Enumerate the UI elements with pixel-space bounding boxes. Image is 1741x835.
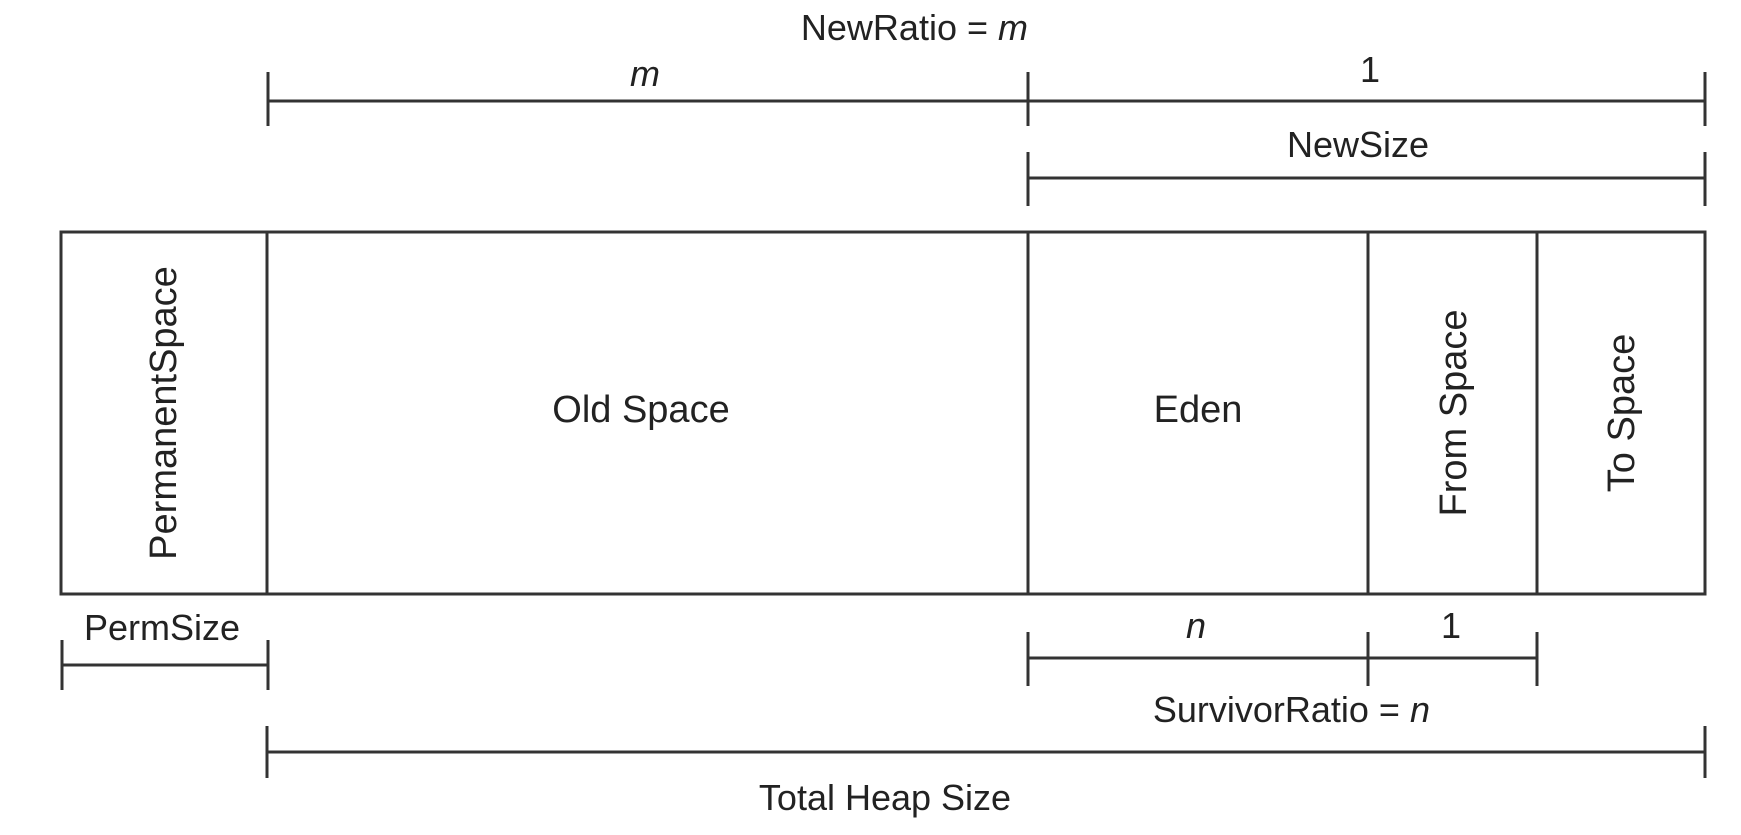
new-ratio-label: NewRatio = m xyxy=(801,7,1028,48)
eden-ratio-part-label: n xyxy=(1186,605,1206,646)
eden-label: Eden xyxy=(1154,389,1243,431)
survivor-ratio-part-label: 1 xyxy=(1441,605,1461,646)
new-ratio-part-label: 1 xyxy=(1360,49,1380,90)
eden-box xyxy=(1026,230,1370,596)
permanent-space-label: PermanentSpace xyxy=(143,266,185,560)
new-size-dimension xyxy=(1026,152,1707,206)
old-space-box xyxy=(265,230,1030,596)
from-space-label: From Space xyxy=(1433,310,1475,517)
to-space-label: To Space xyxy=(1601,334,1643,492)
heap-layout xyxy=(59,230,1707,596)
perm-size-dimension xyxy=(60,640,270,690)
from-space-box xyxy=(1366,230,1539,596)
to-space-box xyxy=(1535,230,1707,596)
new-size-label: NewSize xyxy=(1287,124,1429,165)
permanent-space-box xyxy=(59,230,269,596)
new-ratio-dimension xyxy=(266,72,1707,126)
survivor-ratio-dimension xyxy=(1026,632,1539,686)
total-heap-dimension xyxy=(265,726,1707,778)
survivor-ratio-label: SurvivorRatio = n xyxy=(1153,689,1430,730)
perm-size-label: PermSize xyxy=(84,607,240,648)
old-ratio-part-label: m xyxy=(630,53,660,94)
old-space-label: Old Space xyxy=(552,389,729,431)
total-heap-size-label: Total Heap Size xyxy=(759,777,1011,818)
